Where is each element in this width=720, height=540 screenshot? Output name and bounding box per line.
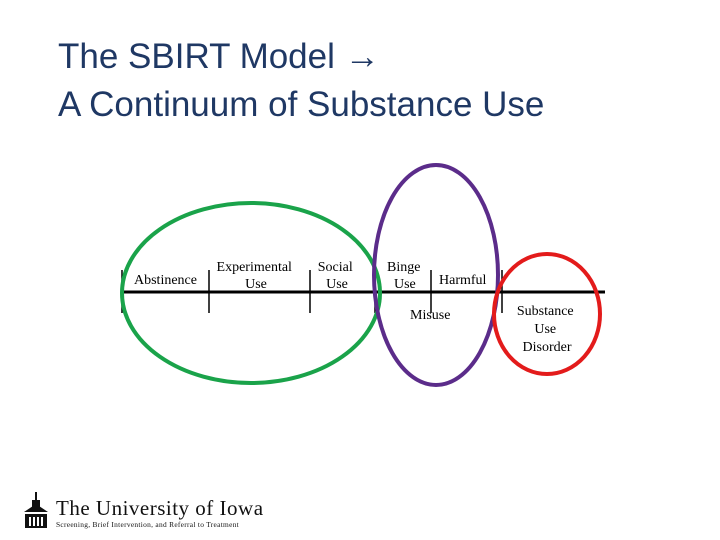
label-binge-line2: Use: [394, 277, 416, 292]
label-harmful: Harmful: [439, 273, 487, 288]
label-binge: Binge Use: [387, 260, 424, 292]
label-disorder: Substance Use Disorder: [517, 304, 577, 355]
footer-branding: The University of Iowa Screening, Brief …: [20, 490, 263, 530]
university-subtitle: Screening, Brief Intervention, and Refer…: [56, 520, 240, 529]
right-arrow-icon: →: [344, 37, 380, 76]
title-text-1: The SBIRT Model: [58, 37, 335, 76]
label-disorder-line2: Use: [534, 322, 556, 337]
label-social: Social Use: [318, 260, 357, 292]
label-abstinence: Abstinence: [134, 273, 197, 288]
purple-ellipse: [372, 163, 500, 387]
label-social-line1: Social: [318, 260, 353, 275]
old-capitol-logo-icon: [24, 492, 48, 528]
label-disorder-line1: Substance: [517, 304, 574, 319]
label-experimental-line1: Experimental: [217, 260, 293, 275]
label-experimental: Experimental Use: [217, 260, 296, 292]
label-experimental-line2: Use: [245, 277, 267, 292]
university-name: The University of Iowa: [56, 496, 264, 520]
green-ellipse: [120, 201, 382, 385]
page-title: The SBIRT Model→ A Continuum of Substanc…: [58, 33, 544, 129]
label-binge-line1: Binge: [387, 260, 420, 275]
title-line-1: The SBIRT Model→: [58, 33, 544, 81]
red-ellipse: [492, 252, 602, 376]
label-disorder-line3: Disorder: [523, 340, 572, 355]
title-line-2: A Continuum of Substance Use: [58, 85, 545, 124]
label-misuse: Misuse: [410, 308, 450, 323]
label-social-line2: Use: [326, 277, 348, 292]
